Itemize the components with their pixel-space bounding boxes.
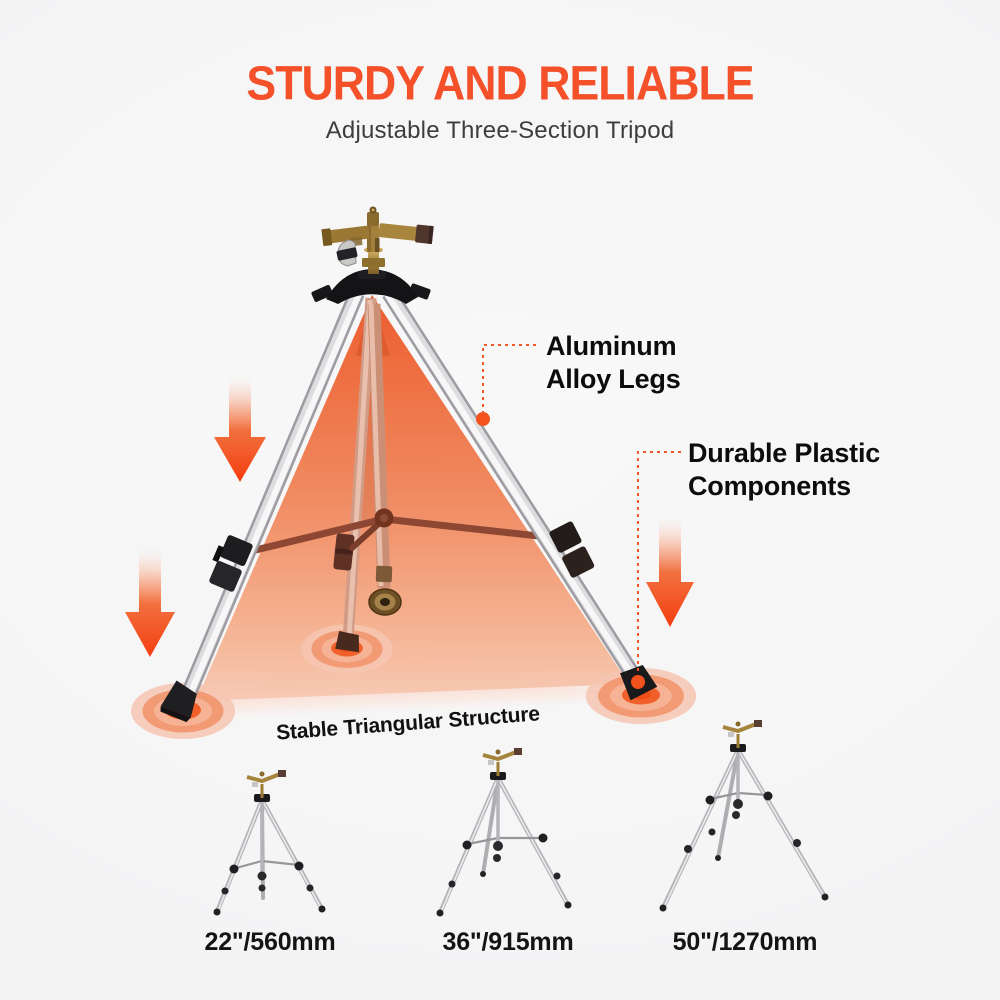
variant-label-22: 22"/560mm	[204, 928, 336, 956]
variant-tripod-22	[213, 770, 326, 916]
right-leg-clamps	[549, 521, 595, 578]
leader-line-plastic	[637, 451, 681, 674]
center-pole	[367, 303, 402, 616]
left-leg-clamps	[209, 535, 253, 592]
down-arrow-icon	[214, 373, 266, 482]
left-foot-cap	[160, 680, 197, 723]
page-subtitle: Adjustable Three-Section Tripod	[325, 117, 675, 144]
callout-line: Aluminum	[546, 331, 677, 361]
page-title: STURDY AND RELIABLE	[246, 55, 754, 111]
callout-durable-plastic: Durable Plastic Components	[688, 437, 880, 503]
back-foot-cap	[335, 631, 359, 653]
variant-label-36: 36"/915mm	[442, 928, 574, 956]
callout-aluminum-alloy-legs: Aluminum Alloy Legs	[546, 330, 681, 396]
callout-line: Components	[688, 471, 851, 501]
variant-tripod-36	[436, 748, 572, 917]
down-arrow-icon	[125, 545, 175, 657]
tripod-right-leg	[382, 288, 644, 686]
variant-label-50: 50"/1270mm	[672, 928, 818, 956]
leader-dot-icon	[631, 675, 645, 689]
variant-tripod-50	[659, 720, 829, 912]
down-arrow-icon	[646, 513, 694, 627]
sprinkler-head	[321, 206, 434, 274]
leader-dot-icon	[476, 412, 490, 426]
callout-line: Alloy Legs	[546, 364, 681, 394]
hose-connector	[368, 588, 402, 616]
leader-line-aluminum	[482, 344, 536, 412]
tripod-left-leg	[178, 289, 365, 704]
callout-line: Durable Plastic	[688, 438, 881, 468]
tripod-back-leg	[333, 297, 377, 653]
